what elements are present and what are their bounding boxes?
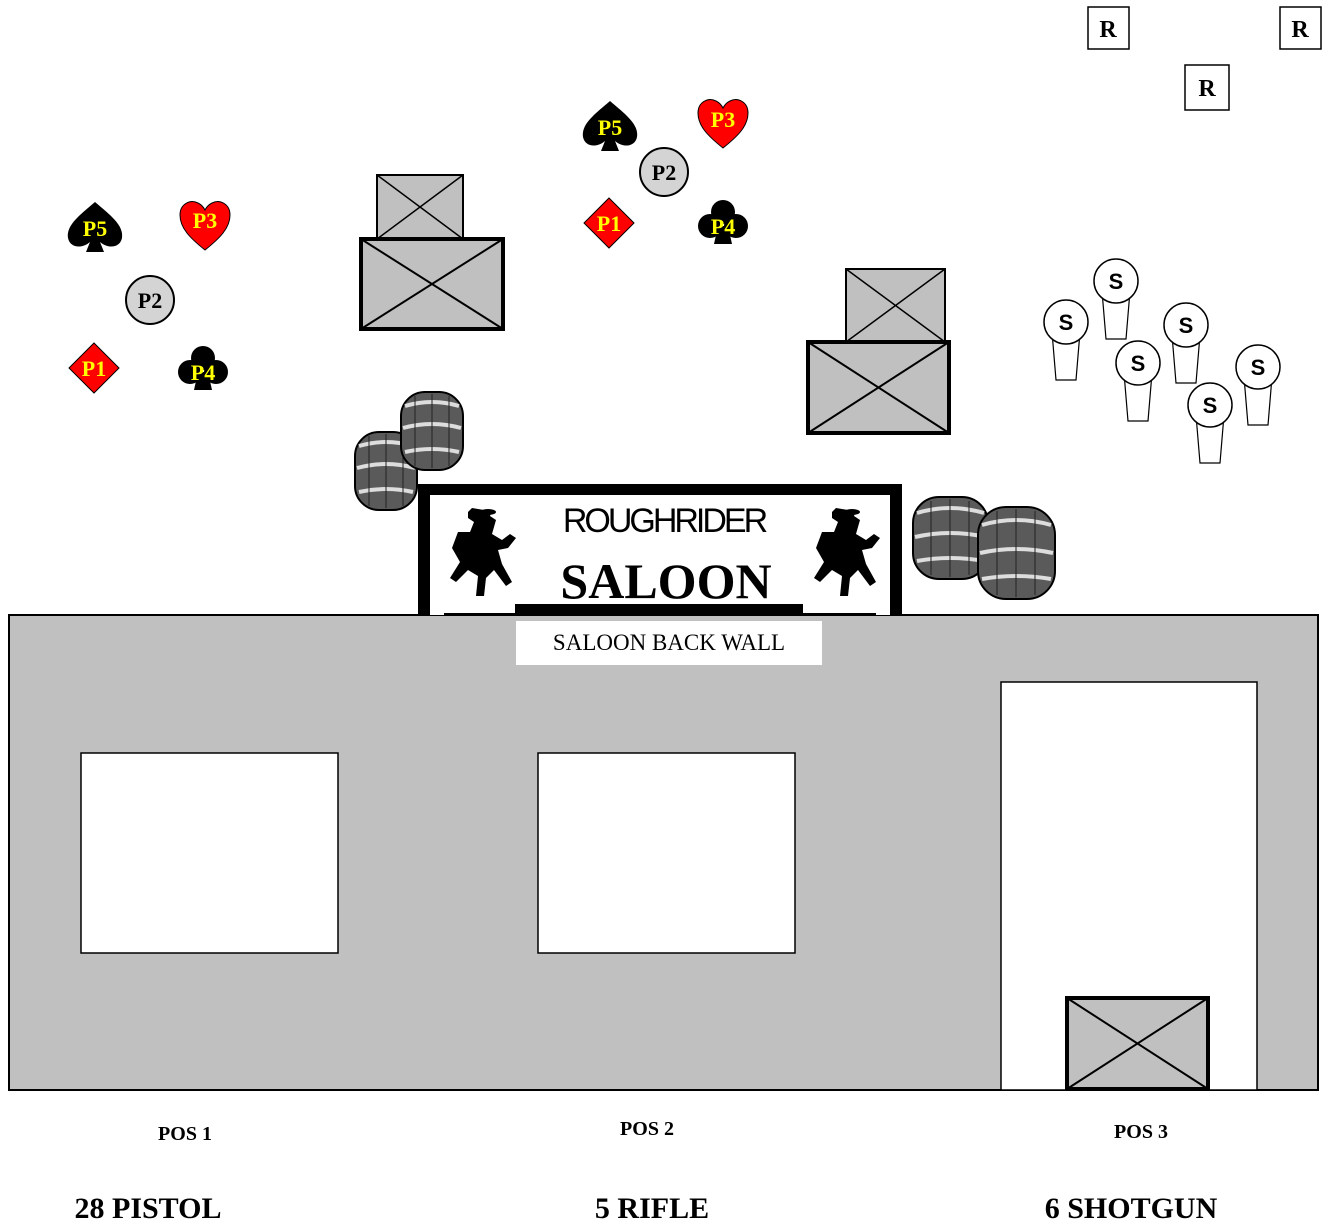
target-label: P4 — [711, 214, 735, 239]
shotgun-target-label: S — [1251, 355, 1266, 380]
pistol-target-group-1: P5 P3 P2 P1 P4 — [68, 202, 230, 393]
svg-text:R: R — [1099, 17, 1117, 43]
shotgun-target-label: S — [1203, 393, 1218, 418]
rifle-target: R — [1280, 7, 1321, 49]
spade-target-icon: P5 — [583, 101, 637, 151]
circle-target-icon: P2 — [126, 276, 174, 324]
barrels-right — [913, 497, 1055, 599]
rifle-targets: R R R — [1088, 7, 1321, 110]
shotgun-target: S — [1116, 341, 1160, 421]
rifle-target: R — [1088, 7, 1129, 49]
heart-target-icon: P3 — [698, 100, 748, 148]
heart-target-icon: P3 — [180, 202, 230, 250]
target-label: P3 — [711, 107, 735, 132]
saloon-back-wall-label: SALOON BACK WALL — [516, 621, 822, 665]
spade-target-icon: P5 — [68, 202, 122, 252]
rifle-target: R — [1185, 65, 1229, 110]
club-target-icon: P4 — [698, 200, 748, 244]
diamond-target-icon: P1 — [69, 343, 119, 393]
target-label: P4 — [191, 360, 215, 385]
sign-line-1: ROUGHRIDER — [563, 502, 767, 540]
position-3-round-count: 6 SHOTGUN — [1001, 1192, 1261, 1226]
shotgun-target: S — [1188, 383, 1232, 463]
barrel — [978, 507, 1055, 599]
saloon-sign: ROUGHRIDER SALOON — [418, 484, 902, 615]
circle-target-icon: P2 — [640, 148, 688, 196]
club-target-icon: P4 — [178, 346, 228, 390]
shotgun-target-label: S — [1179, 313, 1194, 338]
barrel — [913, 497, 988, 579]
svg-text:R: R — [1291, 17, 1309, 43]
crate-in-doorway — [1067, 998, 1208, 1089]
sign-line-2: SALOON — [560, 553, 771, 609]
pistol-target-group-2: P5 P3 P2 P1 P4 — [583, 100, 748, 248]
crate-stack-right — [808, 269, 949, 433]
crate-stack-left — [361, 175, 503, 329]
window-pos-1 — [81, 753, 338, 953]
window-pos-2 — [538, 753, 795, 953]
shotgun-targets: S S S S S S — [1044, 259, 1280, 463]
svg-text:R: R — [1198, 76, 1216, 102]
position-2-label: POS 2 — [577, 1118, 717, 1141]
shotgun-target: S — [1044, 300, 1088, 380]
target-label: P1 — [597, 211, 621, 236]
target-label: P1 — [82, 356, 106, 381]
position-1-round-count: 28 PISTOL — [18, 1192, 278, 1226]
shotgun-target-label: S — [1109, 269, 1124, 294]
shotgun-target-label: S — [1131, 351, 1146, 376]
diamond-target-icon: P1 — [584, 198, 634, 248]
position-1-label: POS 1 — [115, 1123, 255, 1146]
target-label: P2 — [138, 288, 162, 313]
target-label: P5 — [598, 115, 622, 140]
target-label: P3 — [193, 208, 217, 233]
position-3-label: POS 3 — [1071, 1121, 1211, 1144]
shotgun-target: S — [1094, 259, 1138, 339]
target-label: P2 — [652, 160, 676, 185]
shotgun-target-label: S — [1059, 310, 1074, 335]
position-2-round-count: 5 RIFLE — [522, 1192, 782, 1226]
target-label: P5 — [83, 216, 107, 241]
shotgun-target: S — [1164, 303, 1208, 383]
shotgun-target: S — [1236, 345, 1280, 425]
barrel — [401, 392, 463, 470]
